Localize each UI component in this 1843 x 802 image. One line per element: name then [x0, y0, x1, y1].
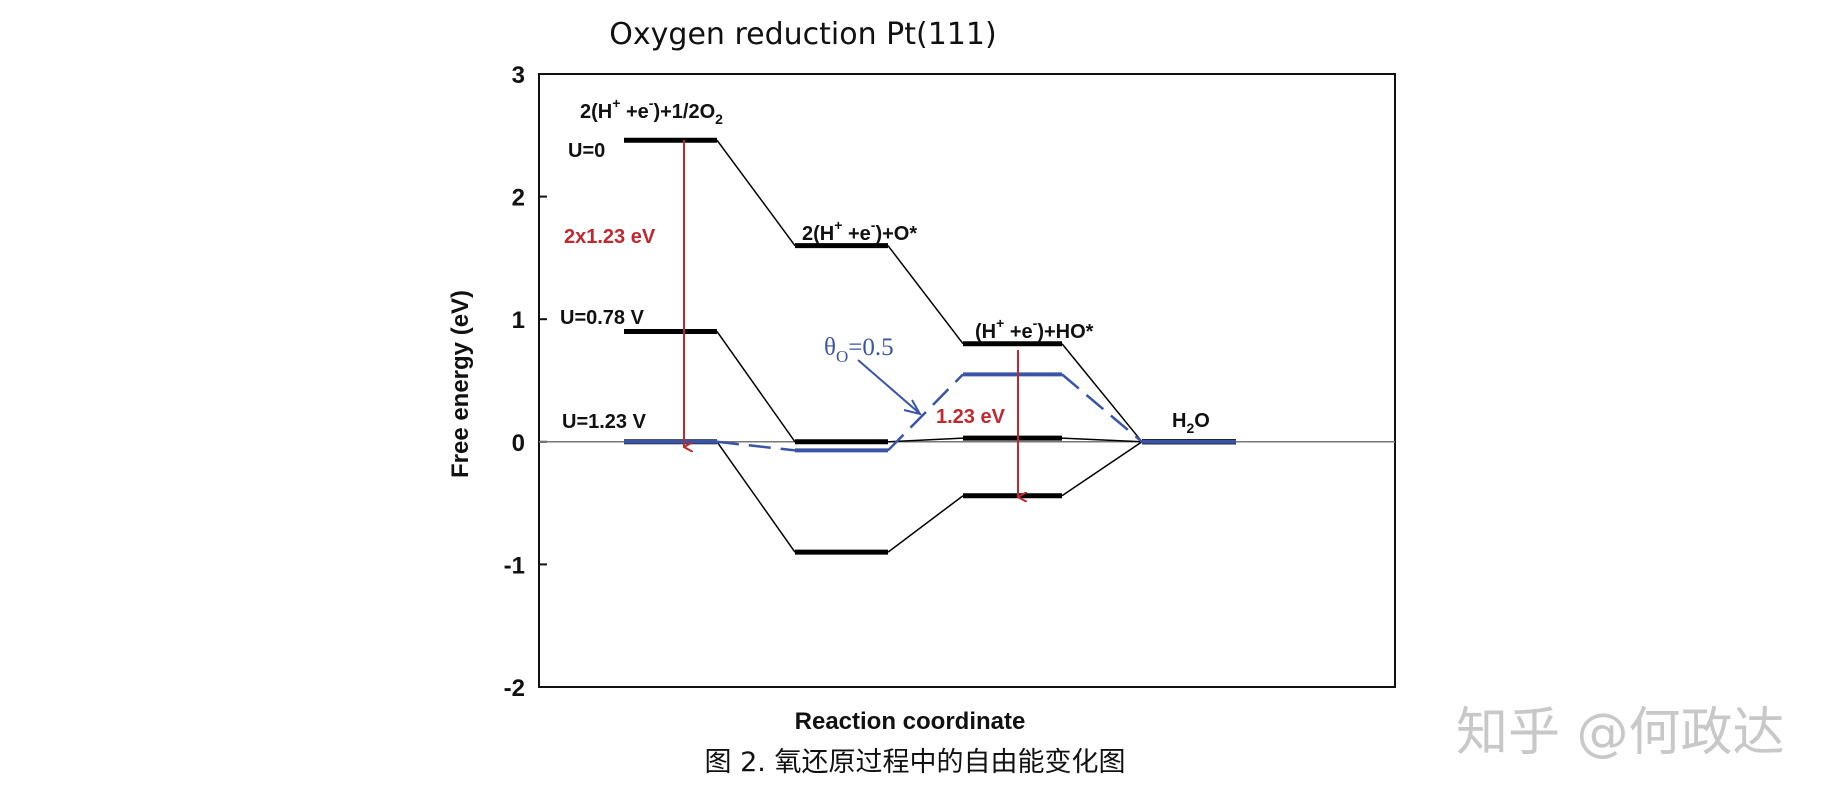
y-tick-label: 1 — [512, 307, 525, 334]
connector-line — [887, 495, 964, 553]
y-tick-label: -2 — [504, 675, 525, 702]
connector-line — [887, 373, 964, 452]
x-axis-label: Reaction coordinate — [795, 708, 1026, 735]
label-theta: θO=0.5 — [824, 334, 894, 366]
connector-line — [716, 139, 796, 247]
y-tick-label: -1 — [504, 552, 525, 579]
label-2x123: 2x1.23 eV — [564, 226, 656, 248]
y-tick-label: 0 — [512, 430, 525, 457]
connector-line — [1061, 441, 1143, 497]
y-axis-label: Free energy (eV) — [447, 290, 474, 478]
label-123: 1.23 eV — [936, 406, 1006, 428]
label-u0: U=0 — [568, 140, 605, 162]
connector-line — [716, 441, 796, 553]
connector-line — [1061, 373, 1143, 443]
y-tick-label: 2 — [512, 185, 525, 212]
connector-line — [887, 437, 964, 443]
label-u123: U=1.23 V — [562, 411, 647, 433]
state-label-h2o: H2O — [1172, 410, 1210, 436]
connector-lines — [716, 139, 1143, 553]
chart-title: Oxygen reduction Pt(111) — [609, 17, 996, 52]
y-ticks: 3 2 1 0 -1 -2 — [504, 62, 547, 702]
connector-line — [1061, 343, 1143, 443]
plot-frame — [538, 73, 1396, 688]
energy-levels — [624, 137, 1236, 555]
y-tick-label: 3 — [512, 62, 525, 89]
connector-line — [716, 331, 796, 443]
state-label-ho-star: (H+ +e-)+HO* — [975, 315, 1094, 343]
theta-arrow — [857, 359, 923, 416]
state-label-o2: 2(H+ +e-)+1/2O2 — [580, 95, 723, 127]
connector-line — [716, 440, 796, 452]
connector-line — [887, 245, 964, 345]
state-label-o-star: 2(H+ +e-)+O* — [802, 217, 917, 245]
watermark: 知乎 @何政达 — [1456, 703, 1785, 763]
label-u078: U=0.78 V — [560, 307, 645, 329]
figure-caption: 图 2. 氧还原过程中的自由能变化图 — [705, 747, 1126, 778]
connector-line — [1061, 437, 1143, 443]
